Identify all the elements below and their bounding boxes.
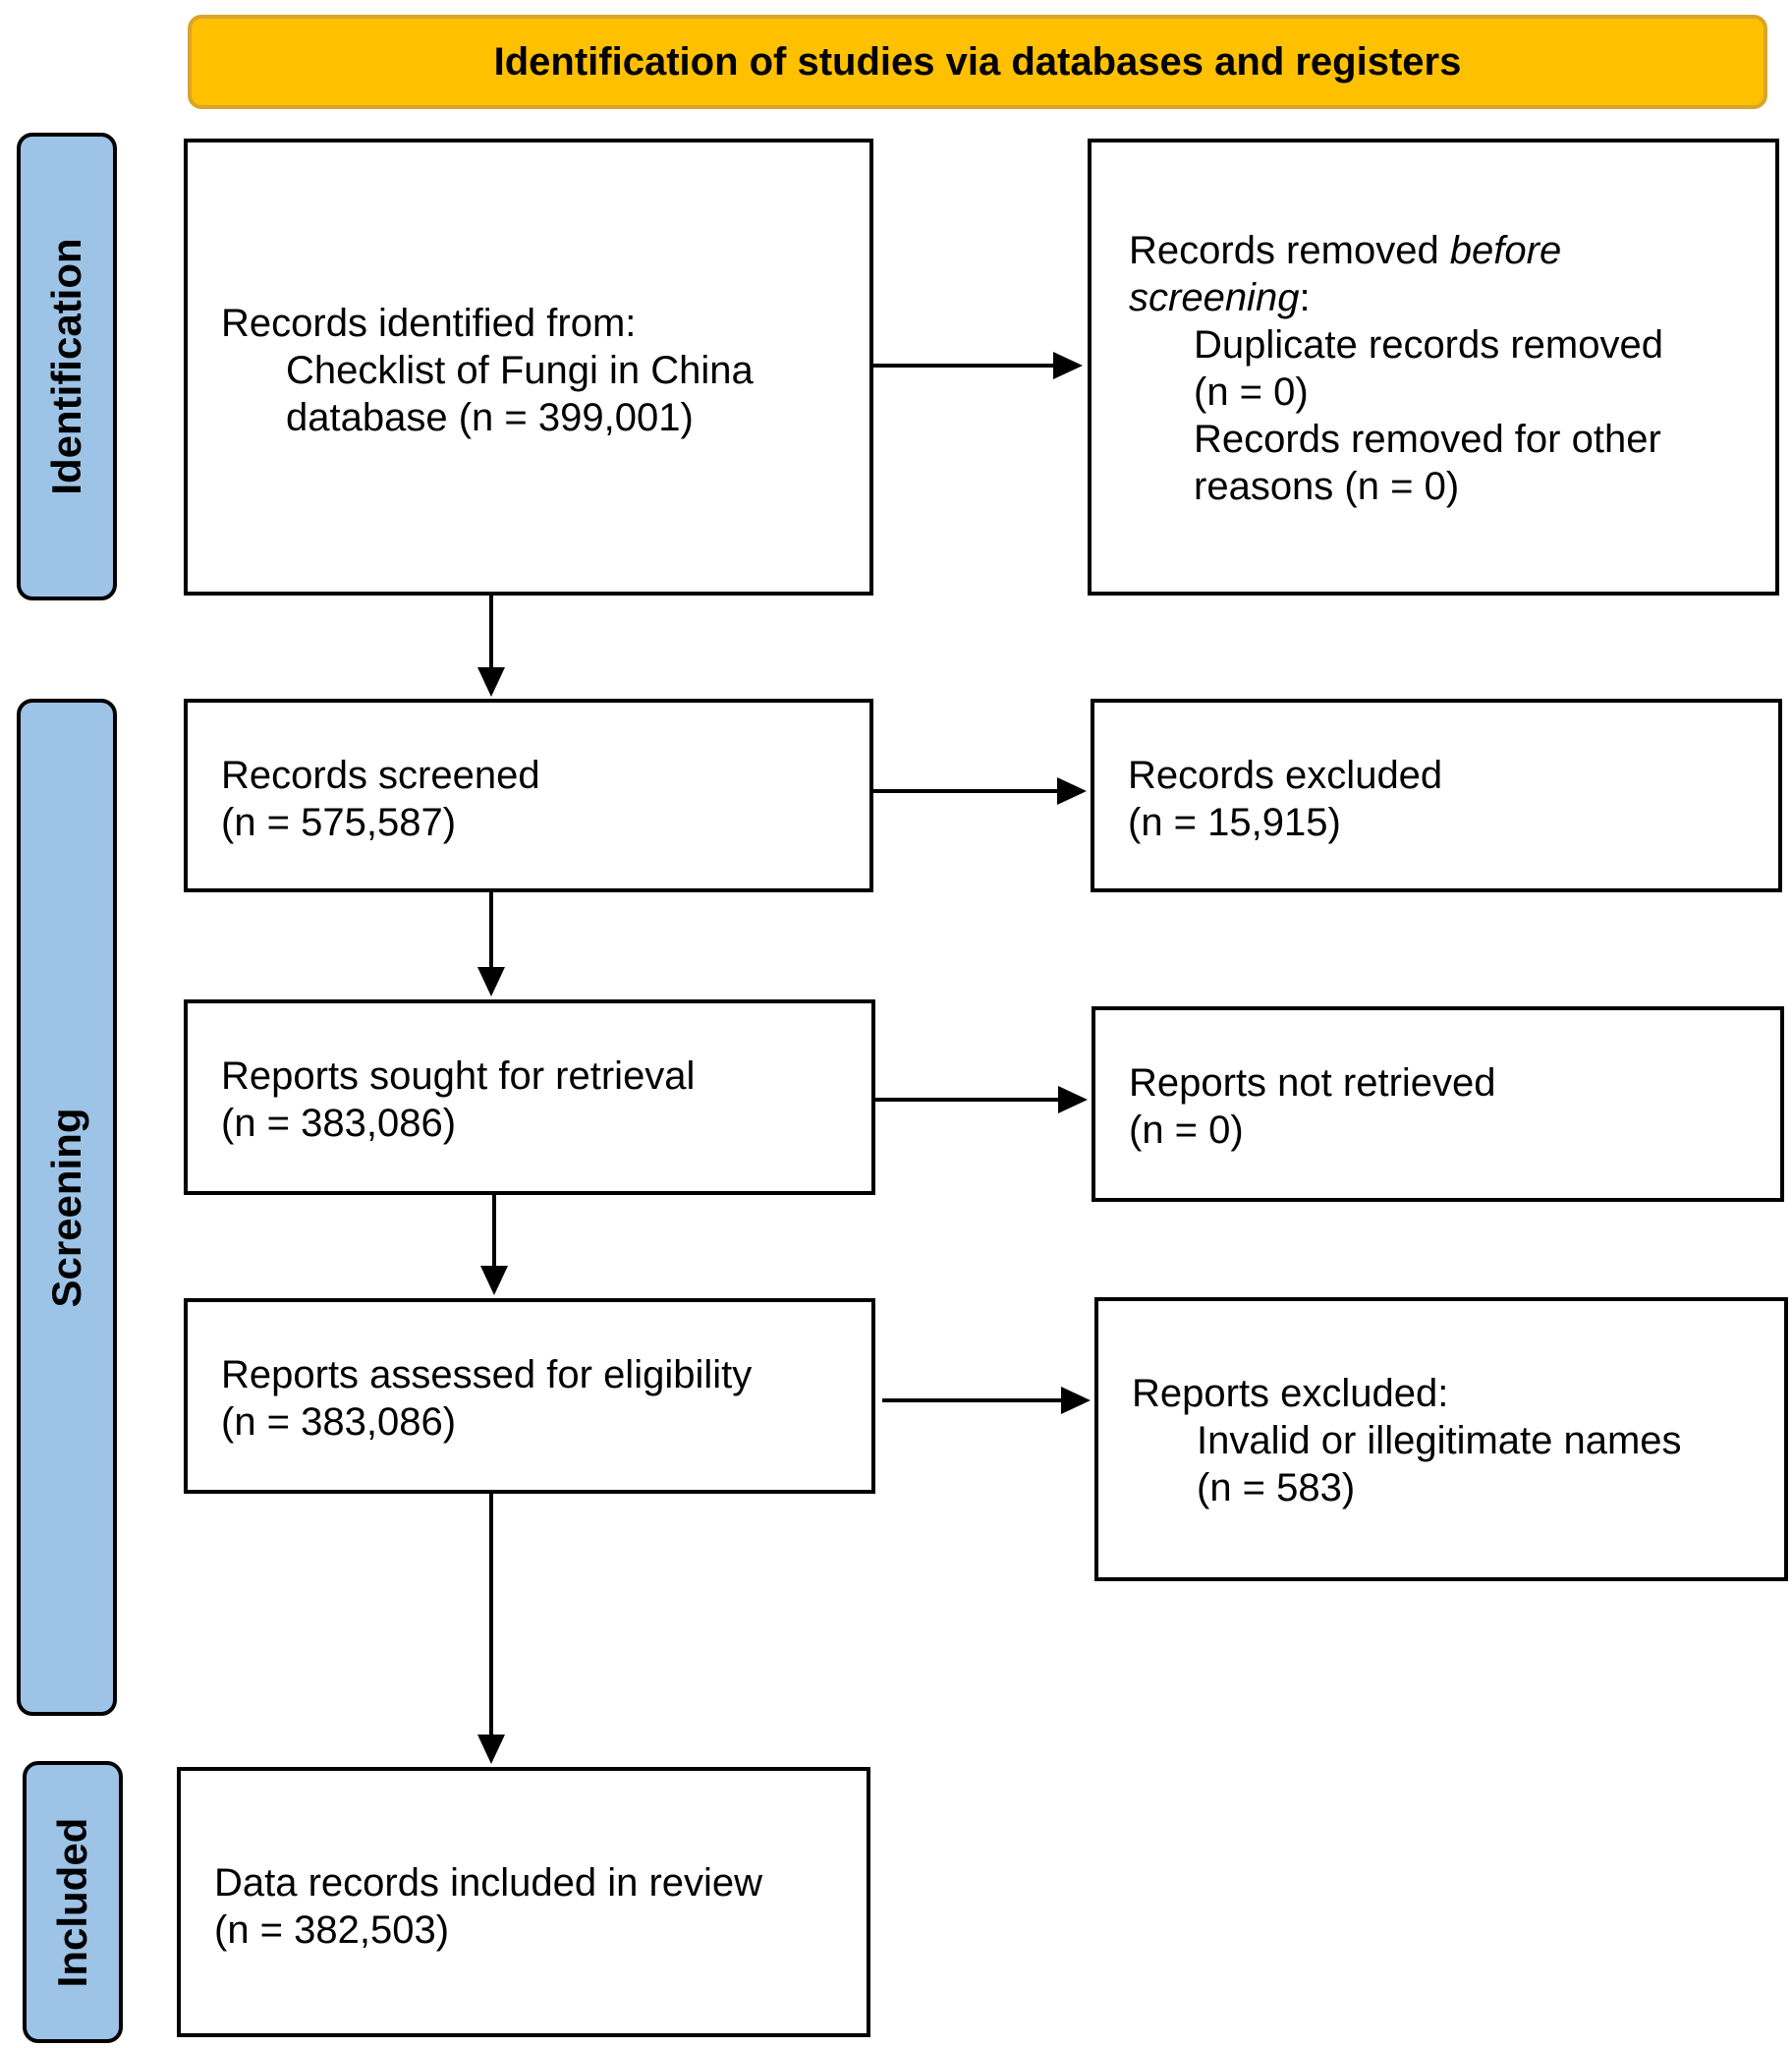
reports-assessed-count: (n = 383,086) xyxy=(221,1400,457,1444)
records-screened-count: (n = 575,587) xyxy=(221,801,457,844)
reports-not-retrieved-label: Reports not retrieved xyxy=(1129,1061,1496,1105)
other-removed-count: reasons (n = 0) xyxy=(1194,465,1460,508)
records-removed-heading-italic: before xyxy=(1449,229,1562,272)
header-title: Identification of studies via databases … xyxy=(493,39,1462,84)
data-records-included-label: Data records included in review xyxy=(214,1861,763,1905)
reports-sought-label: Reports sought for retrieval xyxy=(221,1054,696,1098)
records-screened-box: Records screened (n = 575,587) xyxy=(184,699,873,892)
reports-assessed-box: Reports assessed for eligibility (n = 38… xyxy=(184,1298,875,1494)
phase-identification: Identification xyxy=(17,133,117,600)
reports-sought-box: Reports sought for retrieval (n = 383,08… xyxy=(184,999,875,1195)
records-removed-heading-2: screening: xyxy=(1129,274,1775,321)
other-removed-label: Records removed for other xyxy=(1194,418,1661,461)
header-banner: Identification of studies via databases … xyxy=(188,15,1767,109)
records-screened-label: Records screened xyxy=(221,754,540,797)
records-removed-box: Records removed before screening: Duplic… xyxy=(1088,139,1779,596)
records-identified-line1: Records identified from: xyxy=(221,302,637,345)
reports-sought-count: (n = 383,086) xyxy=(221,1102,457,1145)
reports-excluded-label: Reports excluded: xyxy=(1132,1372,1449,1415)
arrowhead-screened xyxy=(477,667,505,697)
phase-screening: Screening xyxy=(17,699,117,1716)
reports-excluded-reason: Invalid or illegitimate names xyxy=(1197,1419,1682,1462)
records-excluded-label: Records excluded xyxy=(1128,754,1443,797)
arrowhead-included xyxy=(477,1735,505,1764)
duplicate-records-count: (n = 0) xyxy=(1194,370,1309,414)
records-excluded-box: Records excluded (n = 15,915) xyxy=(1091,699,1782,892)
reports-not-retrieved-box: Reports not retrieved (n = 0) xyxy=(1092,1006,1784,1202)
arrowhead-assessed xyxy=(480,1266,508,1295)
records-identified-line2: Checklist of Fungi in China xyxy=(286,349,754,392)
phase-included: Included xyxy=(23,1761,123,2043)
arrowhead-removed xyxy=(1053,352,1083,379)
data-records-included-count: (n = 382,503) xyxy=(214,1908,450,1952)
records-identified-line3: database (n = 399,001) xyxy=(286,396,694,439)
arrowhead-reports-excluded xyxy=(1061,1387,1091,1414)
records-removed-heading-2-colon: : xyxy=(1299,276,1311,319)
reports-excluded-count: (n = 583) xyxy=(1197,1466,1356,1509)
records-removed-heading: Records removed before xyxy=(1129,227,1775,274)
reports-excluded-box: Reports excluded: Invalid or illegitimat… xyxy=(1094,1297,1788,1581)
arrowhead-excluded xyxy=(1057,777,1087,805)
duplicate-records-label: Duplicate records removed xyxy=(1194,323,1663,367)
arrowhead-sought xyxy=(477,967,505,996)
reports-not-retrieved-count: (n = 0) xyxy=(1129,1109,1244,1152)
arrowhead-not-retrieved xyxy=(1058,1086,1088,1113)
records-identified-box: Records identified from: Checklist of Fu… xyxy=(184,139,873,596)
records-removed-heading-2-italic: screening xyxy=(1129,276,1300,319)
records-excluded-count: (n = 15,915) xyxy=(1128,801,1341,844)
data-records-included-box: Data records included in review (n = 382… xyxy=(177,1767,870,2037)
reports-assessed-label: Reports assessed for eligibility xyxy=(221,1353,753,1396)
records-removed-heading-plain: Records removed xyxy=(1129,229,1450,272)
